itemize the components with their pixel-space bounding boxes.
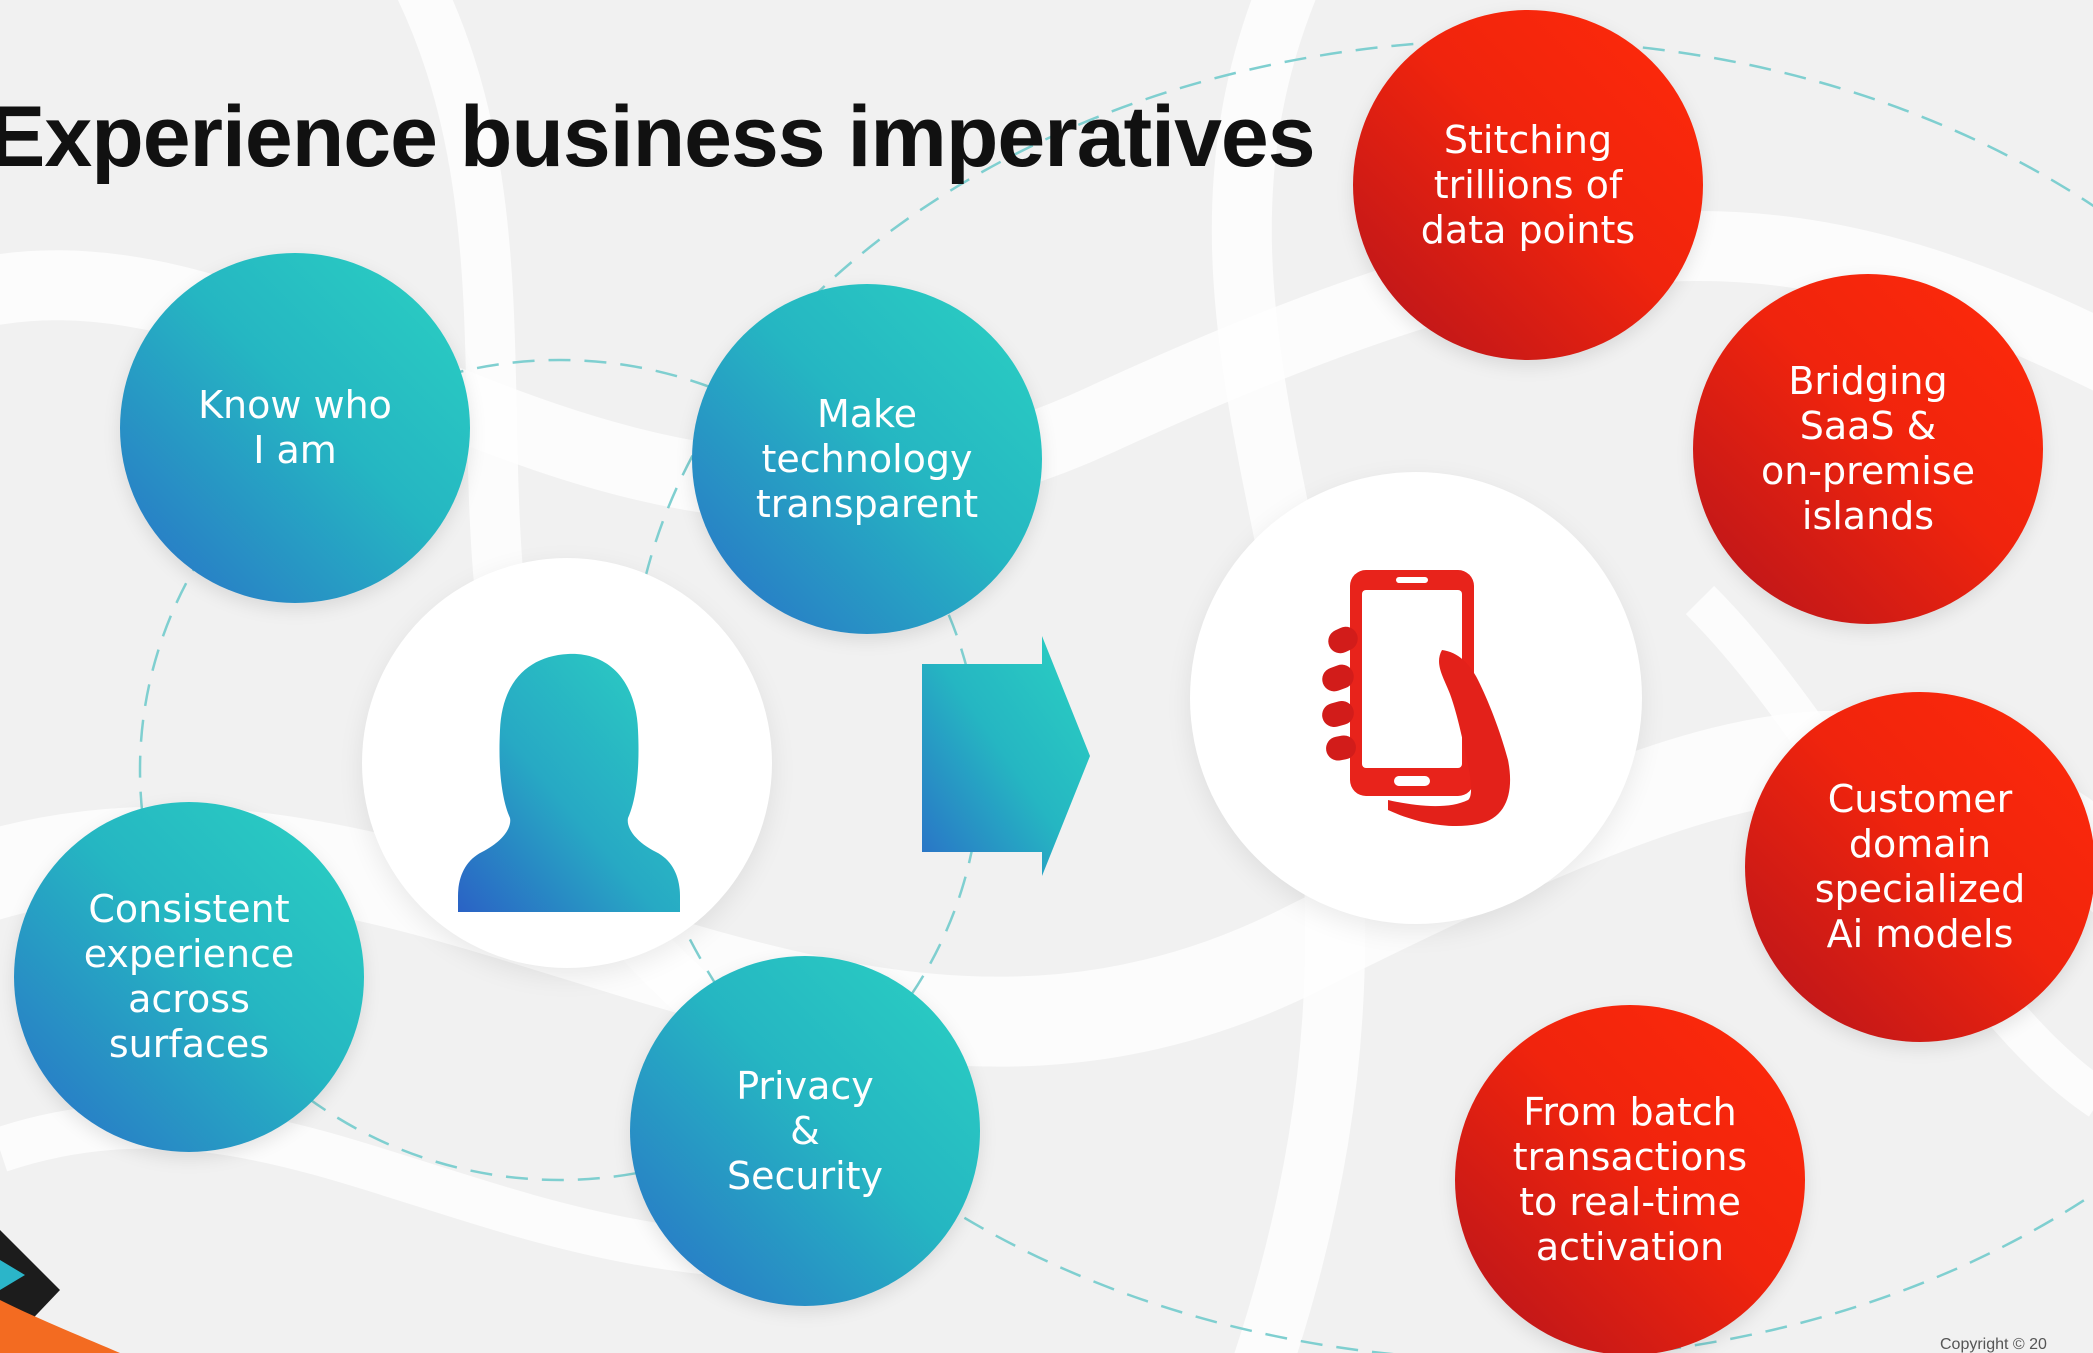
customer-imperative-consistent-experience: Consistent experience across surfaces bbox=[14, 802, 364, 1152]
business-imperative-stitching-data: Stitching trillions of data points bbox=[1353, 10, 1703, 360]
business-imperative-bridging-saas: Bridging SaaS & on-premise islands bbox=[1693, 274, 2043, 624]
business-imperative-ai-models: Customer domain specialized Ai models bbox=[1745, 692, 2093, 1042]
circle-label: Know who I am bbox=[198, 383, 392, 472]
circle-label: Privacy & Security bbox=[726, 1063, 884, 1198]
circle-label: From batch transactions to real-time act… bbox=[1512, 1090, 1748, 1269]
circle-label: Consistent experience across surfaces bbox=[83, 887, 295, 1066]
circle-label: Make technology transparent bbox=[755, 391, 979, 526]
business-imperative-real-time-activation: From batch transactions to real-time act… bbox=[1455, 1005, 1805, 1353]
circle-label: Bridging SaaS & on-premise islands bbox=[1760, 359, 1976, 538]
copyright-notice: Copyright © 20 bbox=[1940, 1336, 2047, 1353]
corner-art bbox=[0, 1230, 120, 1353]
right-arrow-icon bbox=[922, 636, 1090, 876]
customer-imperative-transparent-tech: Make technology transparent bbox=[692, 284, 1042, 634]
customer-imperative-know-who-i-am: Know who I am bbox=[120, 253, 470, 603]
circle-label: Customer domain specialized Ai models bbox=[1814, 777, 2026, 956]
person-silhouette-icon bbox=[458, 653, 680, 912]
customer-imperative-privacy-security: Privacy & Security bbox=[630, 956, 980, 1306]
circle-label: Stitching trillions of data points bbox=[1420, 117, 1636, 252]
page-title: Experience business imperatives bbox=[0, 89, 1316, 185]
hand-holding-phone-icon bbox=[1322, 570, 1511, 827]
